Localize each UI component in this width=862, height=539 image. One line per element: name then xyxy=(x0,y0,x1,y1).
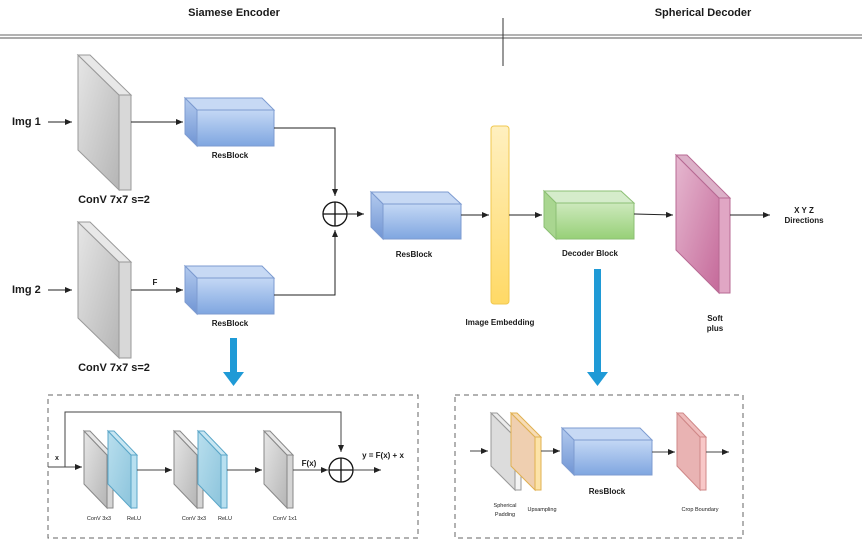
spherical-padding-label-line1: Spherical xyxy=(494,503,517,509)
decoder-expand-arrow xyxy=(587,269,608,386)
sum-node xyxy=(322,201,348,227)
resblock1-to-sum-arrow xyxy=(274,127,338,196)
conv1x1-label: ConV 1x1 xyxy=(273,516,297,522)
decoder-section-title: Spherical Decoder xyxy=(655,7,752,19)
residual-sum-node xyxy=(328,457,354,483)
conv1-layer xyxy=(76,53,133,192)
merged-resblock-block xyxy=(369,190,463,241)
resblock2-label: ResBlock xyxy=(212,319,249,328)
crop-boundary-layer xyxy=(675,411,708,492)
decoder-block-label: Decoder Block xyxy=(562,249,619,258)
decoder-block xyxy=(542,189,636,241)
img2-label: Img 2 xyxy=(12,284,41,296)
encoder-section-title: Siamese Encoder xyxy=(188,7,280,19)
resblock-input-label: x xyxy=(55,455,59,462)
image-embedding-label: Image Embedding xyxy=(466,318,535,327)
conv3x3-a-label: ConV 3x3 xyxy=(87,516,111,522)
resblock1-label: ResBlock xyxy=(212,151,249,160)
merged-resblock-label: ResBlock xyxy=(396,250,433,259)
softplus-label-line2: plus xyxy=(707,324,724,333)
skip-connection xyxy=(64,411,344,467)
resblock2-to-sum-arrow xyxy=(274,230,338,296)
img1-label: Img 1 xyxy=(12,116,41,128)
output-label-line1: X Y Z xyxy=(794,206,814,215)
relu-a-label: ReLU xyxy=(127,516,141,522)
conv2-layer xyxy=(76,220,133,360)
spherical-padding-label-line2: Padding xyxy=(495,512,515,518)
feature-label: F xyxy=(153,278,158,287)
fx-label: F(x) xyxy=(302,459,317,468)
relu-b-label: ReLU xyxy=(218,516,232,522)
resblock2-block xyxy=(183,264,276,316)
softplus-layer xyxy=(674,153,732,295)
relu-a-layer xyxy=(106,429,139,510)
crop-boundary-label: Crop Boundary xyxy=(682,507,719,513)
decoder-detail-resblock xyxy=(560,426,654,477)
upsampling-layer xyxy=(509,411,543,492)
conv1-label: ConV 7x7 s=2 xyxy=(78,194,150,206)
output-label-line2: Directions xyxy=(784,216,824,225)
conv3x3-b-label: ConV 3x3 xyxy=(182,516,206,522)
resblock1-block xyxy=(183,96,276,148)
image-embedding-bar xyxy=(490,125,510,305)
softplus-label-line1: Soft xyxy=(707,314,723,323)
relu-b-layer xyxy=(196,429,229,510)
conv1x1-layer xyxy=(262,429,295,510)
resblock-expand-arrow xyxy=(223,338,244,386)
residual-output-label: y = F(x) + x xyxy=(362,451,404,460)
upsampling-label: Upsampling xyxy=(527,507,556,513)
decoder-to-softplus-arrow xyxy=(633,211,674,218)
decoder-detail-resblock-label: ResBlock xyxy=(589,487,626,496)
conv2-label: ConV 7x7 s=2 xyxy=(78,362,150,374)
decoder-detail-panel xyxy=(454,394,744,539)
